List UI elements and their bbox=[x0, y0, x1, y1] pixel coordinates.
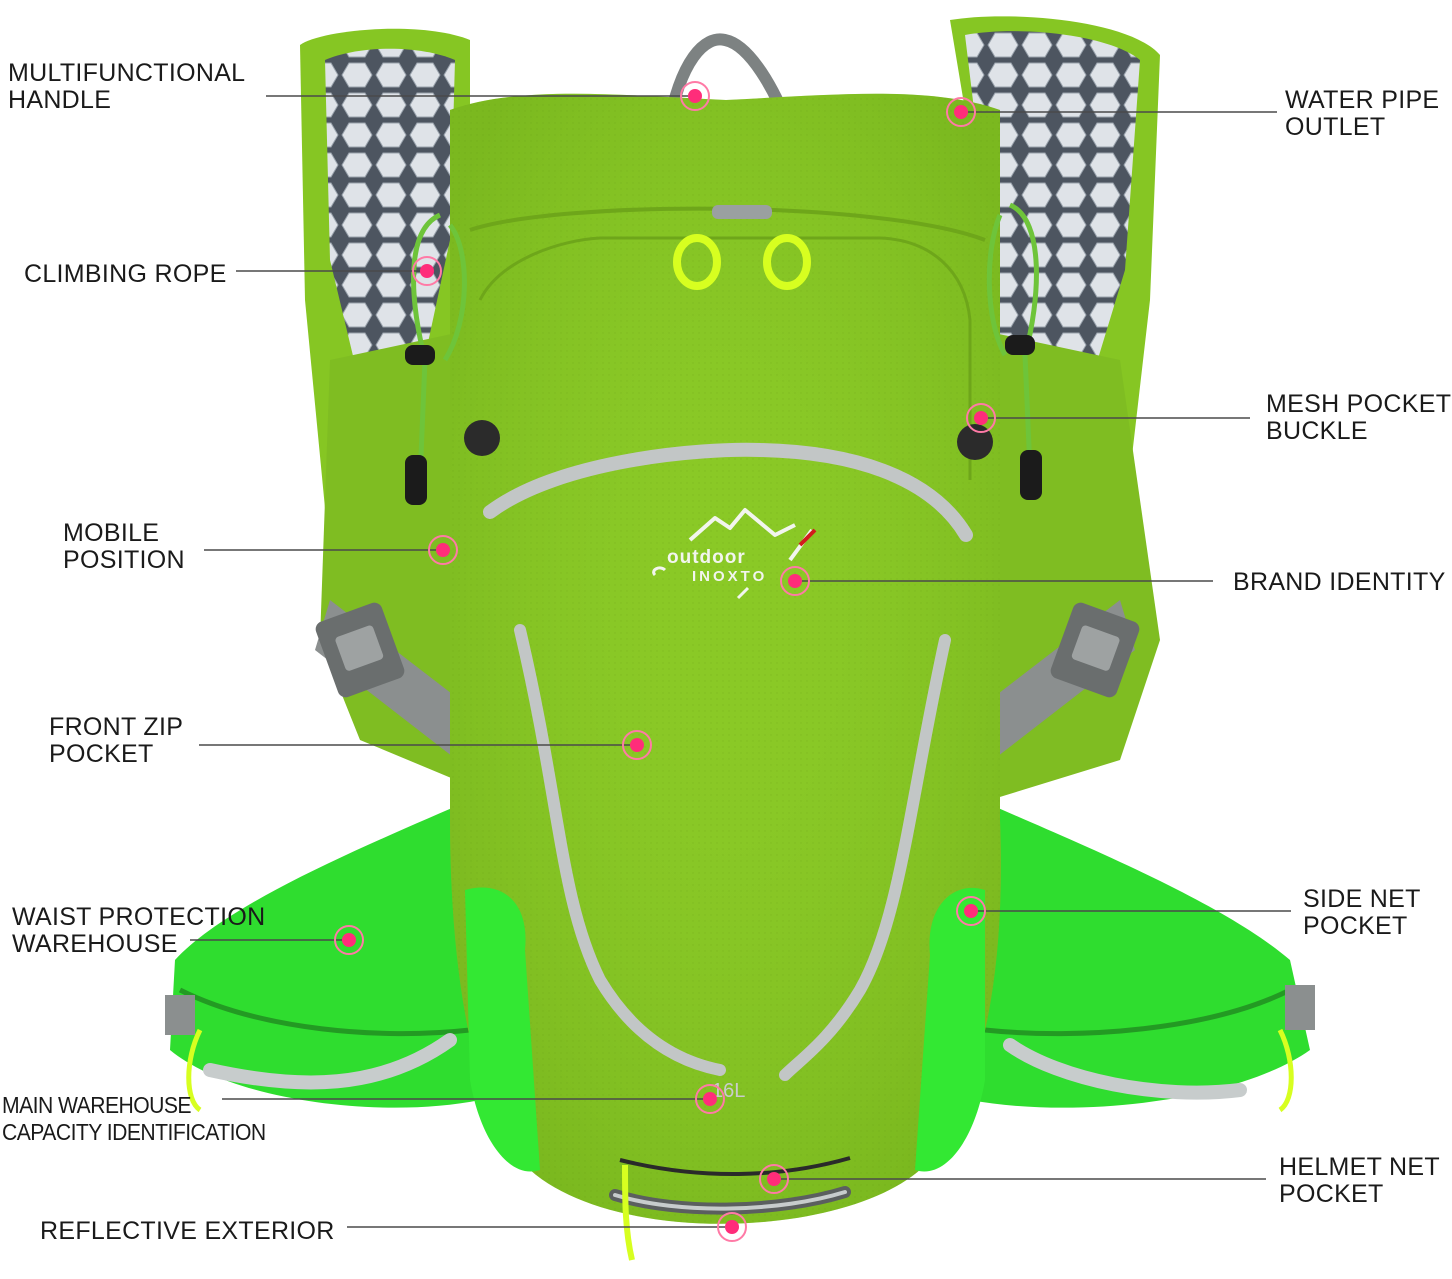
callout-markers bbox=[334, 81, 996, 1242]
marker-helmet-net-pocket bbox=[759, 1164, 789, 1194]
callout-front-zip-pocket-line1: FRONT ZIP bbox=[49, 713, 184, 741]
callout-climbing-rope-line1: CLIMBING ROPE bbox=[24, 260, 227, 288]
callout-waist-warehouse-line1: WAIST PROTECTION bbox=[12, 903, 266, 931]
callout-side-net-pocket-line1: SIDE NET bbox=[1303, 885, 1421, 913]
marker-capacity-id bbox=[695, 1084, 725, 1114]
callout-front-zip-pocket-line2: POCKET bbox=[49, 740, 154, 768]
callout-front-zip-pocket: FRONT ZIP POCKET bbox=[49, 714, 183, 768]
leader-lines bbox=[190, 95, 1291, 1228]
callout-mesh-pocket-buckle-line1: MESH POCKET bbox=[1266, 390, 1452, 418]
callout-helmet-net-pocket: HELMET NET POCKET bbox=[1279, 1154, 1440, 1208]
marker-climbing-rope bbox=[412, 256, 442, 286]
left-waist-belt bbox=[165, 800, 480, 1108]
right-side-net-pocket bbox=[915, 887, 985, 1172]
callout-capacity-id-line1: MAIN WAREHOUSE bbox=[2, 1092, 192, 1118]
callout-waist-warehouse: WAIST PROTECTION WAREHOUSE bbox=[12, 904, 265, 958]
callout-capacity-id: MAIN WAREHOUSE CAPACITY IDENTIFICATION bbox=[2, 1092, 266, 1146]
callout-water-pipe-outlet-line1: WATER PIPE bbox=[1285, 86, 1440, 114]
callout-mesh-pocket-buckle: MESH POCKET BUCKLE bbox=[1266, 391, 1451, 445]
callout-climbing-rope: CLIMBING ROPE bbox=[24, 261, 227, 288]
marker-mesh-pocket-buckle bbox=[966, 403, 996, 433]
callout-waist-warehouse-line2: WAREHOUSE bbox=[12, 930, 178, 958]
right-waist-zipper-pull bbox=[1277, 1028, 1294, 1113]
callout-mobile-position: MOBILE POSITION bbox=[63, 520, 185, 574]
marker-reflective-exterior bbox=[717, 1212, 747, 1242]
left-side-net-pocket bbox=[465, 887, 540, 1172]
reflective-arc-top bbox=[483, 442, 973, 542]
callout-reflective-exterior-line1: REFLECTIVE EXTERIOR bbox=[40, 1217, 335, 1245]
callout-side-net-pocket-line2: POCKET bbox=[1303, 912, 1408, 940]
right-sternum-strap bbox=[980, 600, 1140, 770]
callout-brand-identity: BRAND IDENTITY bbox=[1233, 569, 1446, 596]
callout-brand-identity-line1: BRAND IDENTITY bbox=[1233, 568, 1446, 596]
callout-handle-line1: MULTIFUNCTIONAL bbox=[8, 59, 246, 87]
callout-capacity-id-line2: CAPACITY IDENTIFICATION bbox=[2, 1119, 266, 1145]
marker-handle bbox=[680, 81, 710, 111]
bottom-zipper-pull bbox=[622, 1164, 635, 1261]
climbing-rope-left bbox=[405, 212, 500, 505]
callout-helmet-net-pocket-line2: POCKET bbox=[1279, 1180, 1384, 1208]
marker-waist-warehouse bbox=[334, 925, 364, 955]
brand-logo-text-outdoor: outdoor bbox=[667, 547, 746, 568]
reflective-curve-right bbox=[779, 634, 951, 1081]
callout-reflective-exterior: REFLECTIVE EXTERIOR bbox=[40, 1218, 335, 1245]
brand-logo-text-inoxto: INOXTO bbox=[692, 568, 767, 585]
callout-water-pipe-outlet-line2: OUTLET bbox=[1285, 113, 1386, 141]
marker-brand-identity bbox=[780, 566, 810, 596]
marker-water-pipe-outlet bbox=[946, 97, 976, 127]
marker-side-net-pocket bbox=[956, 896, 986, 926]
callout-handle: MULTIFUNCTIONAL HANDLE bbox=[8, 60, 245, 114]
callout-mobile-position-line1: MOBILE bbox=[63, 519, 160, 547]
marker-front-zip-pocket bbox=[622, 730, 652, 760]
reflective-curve-left bbox=[514, 624, 726, 1076]
callout-side-net-pocket: SIDE NET POCKET bbox=[1303, 886, 1421, 940]
callout-mesh-pocket-buckle-line2: BUCKLE bbox=[1266, 417, 1368, 445]
brand-logo: outdoor INOXTO bbox=[652, 508, 817, 600]
callout-water-pipe-outlet: WATER PIPE OUTLET bbox=[1285, 87, 1439, 141]
callout-handle-line2: HANDLE bbox=[8, 86, 112, 114]
climbing-rope-right bbox=[957, 202, 1042, 500]
left-sternum-strap bbox=[315, 600, 470, 770]
callout-mobile-position-line2: POSITION bbox=[63, 546, 185, 574]
right-waist-belt bbox=[970, 800, 1315, 1108]
helmet-net bbox=[619, 1156, 851, 1176]
marker-mobile-position bbox=[428, 535, 458, 565]
left-waist-zipper-pull bbox=[186, 1028, 203, 1113]
capacity-mark: 16L bbox=[712, 1080, 745, 1102]
handle-loop bbox=[662, 33, 796, 136]
callout-helmet-net-pocket-line1: HELMET NET bbox=[1279, 1153, 1440, 1181]
zipper-pullers bbox=[673, 205, 811, 290]
